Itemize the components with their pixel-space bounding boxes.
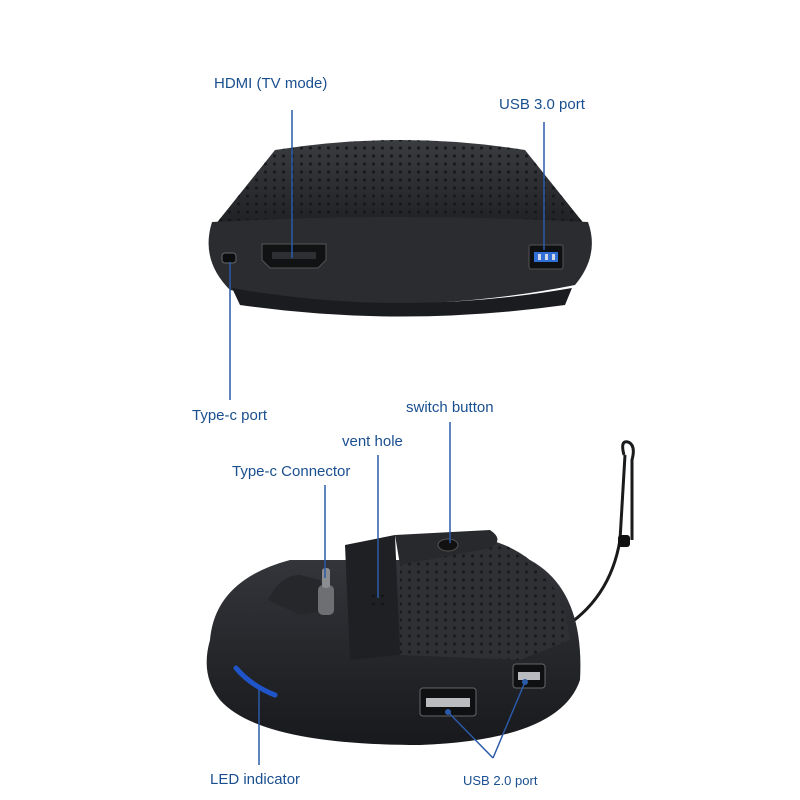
hdmi-label: HDMI (TV mode) [214, 75, 328, 92]
usb3-port [528, 244, 564, 270]
led-indicator-label: LED indicator [210, 771, 301, 788]
dock-front-view-image [208, 140, 592, 317]
usb2-leader-right [492, 681, 526, 759]
typec-port-top [221, 252, 237, 264]
typec-connector-label: Type-c Connector [232, 463, 351, 480]
typec-port-label: Type-c port [192, 407, 268, 424]
switch-button-label: switch button [406, 399, 494, 416]
usb3-label: USB 3.0 port [499, 96, 585, 113]
usb2-label: USB 2.0 port [463, 773, 538, 788]
dock-angled-view-image [206, 440, 635, 745]
hdmi-port [261, 243, 327, 269]
vent-hole-label: vent hole [342, 433, 403, 450]
usb2-leader-left [447, 711, 494, 759]
